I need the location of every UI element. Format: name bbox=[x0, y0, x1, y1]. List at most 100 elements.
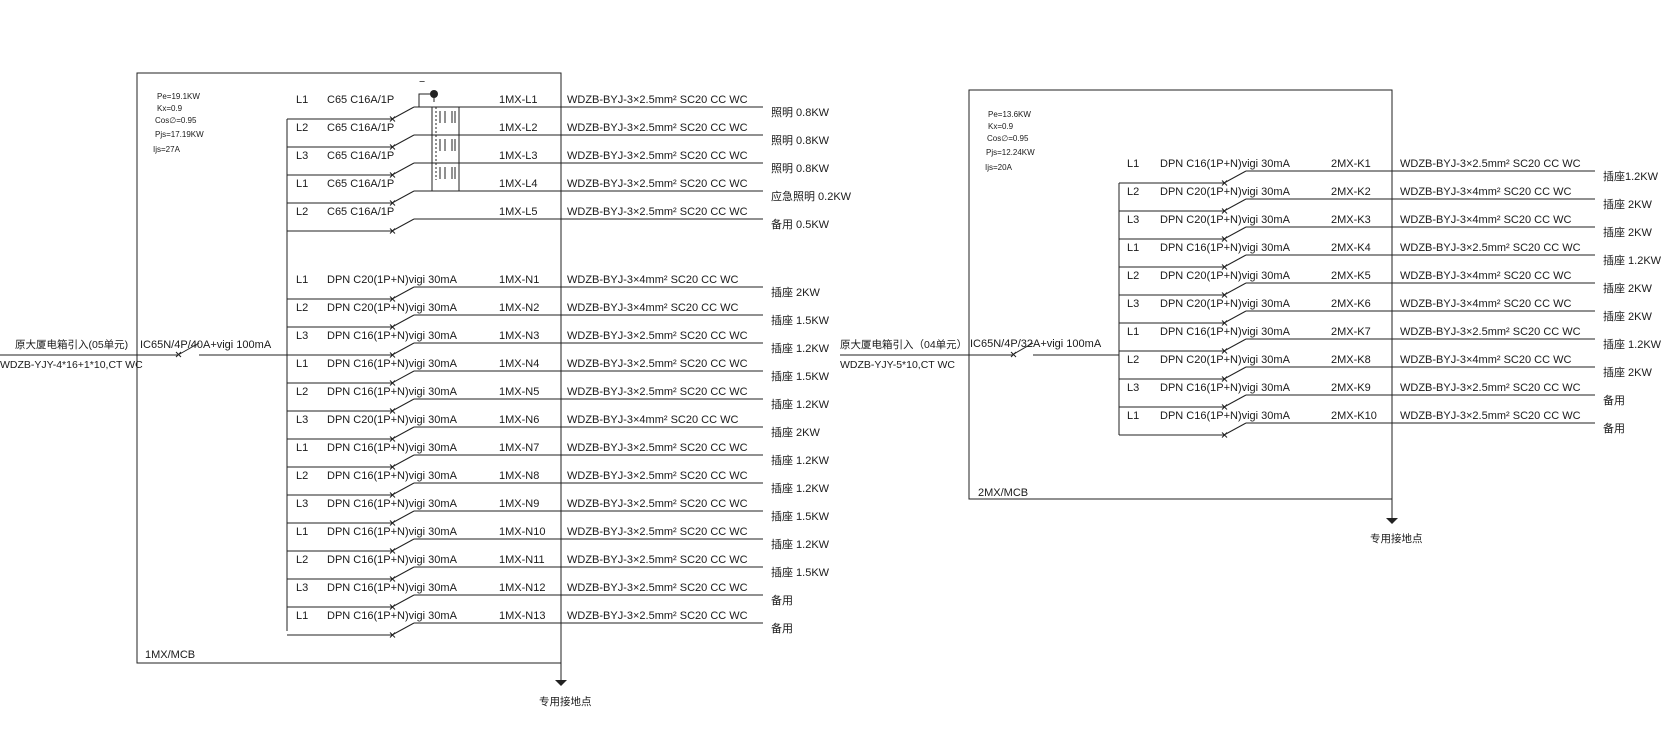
circuit-load: 应急照明 0.2KW bbox=[771, 189, 852, 203]
circuit-phase: L3 bbox=[296, 582, 308, 594]
circuit-phase: L3 bbox=[296, 150, 308, 162]
panel-2: Pe=13.6KW Kx=0.9 Cos∅=0.95 Pjs=12.24KW I… bbox=[840, 89, 1423, 545]
circuit-id: 1MX-N9 bbox=[499, 498, 539, 510]
p1-param-ijs: Ijs=27A bbox=[153, 145, 181, 154]
circuit-phase: L2 bbox=[296, 470, 308, 482]
circuit-breaker-spec: DPN C16(1P+N)vigi 30mA bbox=[1160, 326, 1291, 338]
panel-1-ground-arrow-icon bbox=[555, 680, 567, 686]
breaker-contact bbox=[1223, 198, 1247, 212]
circuit-phase: L2 bbox=[1127, 270, 1139, 282]
circuit-phase: L3 bbox=[1127, 382, 1139, 394]
breaker-contact bbox=[391, 106, 415, 120]
breaker-contact bbox=[391, 426, 415, 440]
circuit-phase: L1 bbox=[296, 94, 308, 106]
circuit-breaker-spec: DPN C16(1P+N)vigi 30mA bbox=[1160, 382, 1291, 394]
circuit-load: 插座 2KW bbox=[1603, 281, 1653, 295]
breaker-contact bbox=[1223, 394, 1247, 408]
circuit-cable-spec: WDZB-BYJ-3×2.5mm² SC20 CC WC bbox=[567, 442, 748, 454]
circuit-load: 备用 0.5KW bbox=[771, 217, 830, 231]
p2-incoming-cable: WDZB-YJY-5*10,CT WC bbox=[840, 359, 955, 371]
circuit-cable-spec: WDZB-BYJ-3×2.5mm² SC20 CC WC bbox=[567, 554, 748, 566]
circuit-breaker-spec: DPN C20(1P+N)vigi 30mA bbox=[327, 274, 458, 286]
circuit-breaker-spec: DPN C16(1P+N)vigi 30mA bbox=[327, 470, 458, 482]
circuit-load: 插座 1.2KW bbox=[1603, 253, 1662, 267]
panel-1: Pe=19.1KW Kx=0.9 Cos∅=0.95 Pjs=17.19KW I… bbox=[0, 72, 592, 708]
circuit-id: 2MX-K5 bbox=[1331, 270, 1371, 282]
breaker-contact bbox=[1223, 338, 1247, 352]
circuit-breaker-spec: DPN C16(1P+N)vigi 30mA bbox=[327, 582, 458, 594]
circuit-id: 1MX-L4 bbox=[499, 178, 538, 190]
circuit-id: 1MX-N12 bbox=[499, 582, 545, 594]
circuit-cable-spec: WDZB-BYJ-3×4mm² SC20 CC WC bbox=[1400, 270, 1571, 282]
circuit-load: 插座 2KW bbox=[771, 285, 821, 299]
circuit-phase: L1 bbox=[296, 358, 308, 370]
circuit-cable-spec: WDZB-BYJ-3×2.5mm² SC20 CC WC bbox=[567, 498, 748, 510]
circuit-breaker-spec: DPN C16(1P+N)vigi 30mA bbox=[1160, 410, 1291, 422]
circuit-breaker-spec: DPN C16(1P+N)vigi 30mA bbox=[327, 358, 458, 370]
circuit-phase: L2 bbox=[1127, 354, 1139, 366]
circuit-load: 插座 1.5KW bbox=[771, 313, 830, 327]
circuit-phase: L2 bbox=[296, 386, 308, 398]
circuit-id: 2MX-K10 bbox=[1331, 410, 1377, 422]
circuit-phase: L3 bbox=[296, 414, 308, 426]
circuit-cable-spec: WDZB-BYJ-3×2.5mm² SC20 CC WC bbox=[567, 94, 748, 106]
breaker-contact bbox=[1223, 226, 1247, 240]
circuit-cable-spec: WDZB-BYJ-3×4mm² SC20 CC WC bbox=[567, 302, 738, 314]
circuit-phase: L2 bbox=[1127, 186, 1139, 198]
circuit-phase: L3 bbox=[1127, 214, 1139, 226]
p2-param-pe: Pe=13.6KW bbox=[988, 110, 1031, 119]
circuit-load: 插座 1.2KW bbox=[771, 537, 830, 551]
circuit-id: 1MX-N1 bbox=[499, 274, 539, 286]
circuit-load: 插座 1.2KW bbox=[771, 453, 830, 467]
circuit-load: 插座 1.5KW bbox=[771, 565, 830, 579]
breaker-contact bbox=[391, 482, 415, 496]
circuit-cable-spec: WDZB-BYJ-3×2.5mm² SC20 CC WC bbox=[1400, 158, 1581, 170]
circuit-id: 1MX-N2 bbox=[499, 302, 539, 314]
breaker-contact bbox=[391, 190, 415, 204]
contactor-coil-icon bbox=[430, 90, 438, 98]
circuit-id: 1MX-L2 bbox=[499, 122, 538, 134]
p1-ground-label: 专用接地点 bbox=[539, 695, 592, 708]
p1-incoming-cable: WDZB-YJY-4*16+1*10,CT WC bbox=[0, 359, 143, 371]
breaker-contact bbox=[1223, 422, 1247, 436]
circuit-id: 1MX-N10 bbox=[499, 526, 545, 538]
circuit-id: 2MX-K6 bbox=[1331, 298, 1371, 310]
contactor-coil-wire bbox=[418, 93, 434, 107]
breaker-contact bbox=[1223, 310, 1247, 324]
circuit-breaker-spec: DPN C20(1P+N)vigi 30mA bbox=[1160, 298, 1291, 310]
breaker-contact bbox=[391, 162, 415, 176]
circuit-cable-spec: WDZB-BYJ-3×4mm² SC20 CC WC bbox=[1400, 214, 1571, 226]
circuit-id: 1MX-N6 bbox=[499, 414, 539, 426]
circuit-id: 2MX-K9 bbox=[1331, 382, 1371, 394]
circuit-phase: L1 bbox=[1127, 158, 1139, 170]
circuit-cable-spec: WDZB-BYJ-3×4mm² SC20 CC WC bbox=[567, 274, 738, 286]
circuit-id: 1MX-N11 bbox=[499, 554, 545, 566]
circuit-load: 插座 2KW bbox=[1603, 309, 1653, 323]
p1-param-cos: Cos∅=0.95 bbox=[155, 116, 197, 125]
circuit-id: 1MX-N3 bbox=[499, 330, 539, 342]
circuit-cable-spec: WDZB-BYJ-3×2.5mm² SC20 CC WC bbox=[1400, 326, 1581, 338]
circuit-breaker-spec: DPN C16(1P+N)vigi 30mA bbox=[1160, 158, 1291, 170]
p1-box-name: 1MX/MCB bbox=[145, 649, 195, 661]
p2-param-cos: Cos∅=0.95 bbox=[987, 134, 1029, 143]
panel-2-ground-arrow-icon bbox=[1386, 518, 1398, 524]
panel-2-main-breaker-x bbox=[1010, 351, 1017, 358]
circuit-load: 备用 bbox=[771, 593, 793, 607]
circuit-cable-spec: WDZB-BYJ-3×2.5mm² SC20 CC WC bbox=[1400, 382, 1581, 394]
circuit-phase: L3 bbox=[296, 498, 308, 510]
circuit-breaker-spec: DPN C16(1P+N)vigi 30mA bbox=[1160, 242, 1291, 254]
circuit-cable-spec: WDZB-BYJ-3×2.5mm² SC20 CC WC bbox=[1400, 410, 1581, 422]
